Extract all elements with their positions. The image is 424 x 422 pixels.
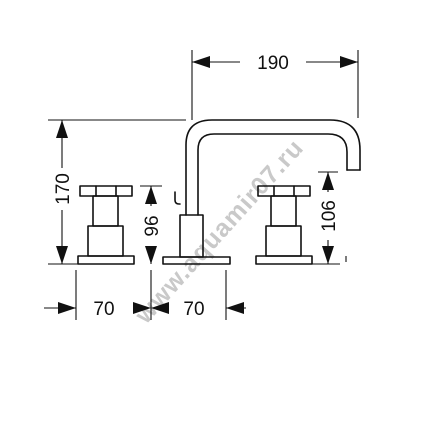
dimension-arrows: [56, 56, 358, 314]
arrow-190-left: [192, 56, 210, 68]
label-190: 190: [257, 53, 289, 74]
left-handle-valve: [77, 185, 135, 265]
label-70-right: 70: [183, 299, 204, 320]
right-cross-handle-detail: [273, 185, 295, 197]
right-handle-valve: [255, 185, 313, 265]
arrow-170-bottom: [56, 246, 68, 264]
arrow-70-left-a: [58, 302, 76, 314]
right-handle-base: [255, 255, 313, 265]
spout-lever: [174, 191, 181, 205]
left-handle-body: [87, 225, 124, 257]
label-96: 96: [142, 215, 163, 236]
label-106: 106: [319, 200, 340, 232]
label-70-left: 70: [93, 299, 114, 320]
arrow-106-bottom: [322, 246, 334, 264]
dimension-lines: [44, 50, 359, 320]
arrow-96-bottom: [145, 246, 157, 264]
left-cross-handle: [79, 185, 133, 197]
dimension-labels: 190 170 96 106 70 70: [53, 53, 340, 320]
left-handle-stem: [92, 195, 119, 227]
right-handle-body: [265, 225, 302, 257]
left-cross-handle-detail: [95, 185, 117, 197]
spout: [162, 119, 361, 265]
arrow-106-top: [322, 172, 334, 190]
arrow-70-right-b: [226, 302, 244, 314]
arrow-170-top: [56, 120, 68, 138]
arrow-96-top: [145, 186, 157, 204]
left-handle-base: [77, 255, 135, 265]
right-cross-handle: [257, 185, 311, 197]
arrow-190-right: [340, 56, 358, 68]
spout-outer-contour: [185, 119, 361, 216]
spout-inner-contour: [197, 133, 348, 216]
label-170: 170: [53, 173, 74, 205]
arrow-70-left-b: [133, 302, 151, 314]
arrow-70-right-a: [151, 302, 169, 314]
spout-base: [162, 256, 231, 265]
right-handle-stem: [270, 195, 297, 227]
